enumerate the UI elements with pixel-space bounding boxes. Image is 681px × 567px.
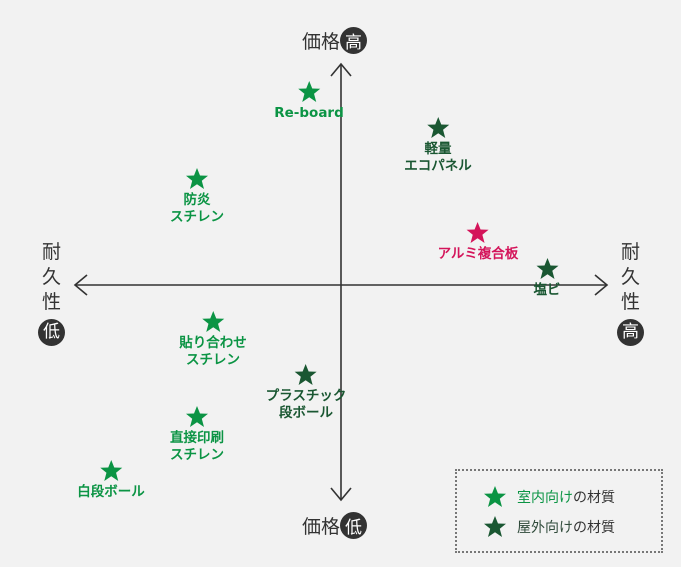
axis-char: 耐 <box>41 241 61 263</box>
star-icon <box>484 486 506 507</box>
map-item: プラスチック段ボール <box>265 363 347 422</box>
item-label: プラスチック <box>265 388 347 404</box>
axis-label-left: 耐 久 性 低 <box>38 240 65 346</box>
axis-label-top: 価格高 <box>302 27 368 54</box>
badge-high: 高 <box>617 319 644 346</box>
legend-label: 屋外向け <box>517 519 573 536</box>
star-icon <box>186 168 208 189</box>
star-icon <box>100 460 122 481</box>
map-item: Re-board <box>274 80 344 122</box>
map-item: 軽量エコパネル <box>404 116 472 175</box>
item-label: 段ボール <box>278 405 333 421</box>
axis-label-right: 耐 久 性 高 <box>617 240 644 346</box>
item-label: スチレン <box>170 209 224 225</box>
item-label: スチレン <box>186 352 240 368</box>
badge-high: 高 <box>340 27 368 54</box>
badge-low: 低 <box>38 319 65 346</box>
item-label: 塩ビ <box>533 282 561 298</box>
item-label: Re-board <box>274 105 344 121</box>
item-label: アルミ複合板 <box>437 246 519 262</box>
star-icon <box>484 516 506 537</box>
map-item: 貼り合わせスチレン <box>179 310 247 369</box>
item-label: 貼り合わせ <box>179 335 247 351</box>
legend-label: の材質 <box>573 519 615 536</box>
arrow-right <box>594 274 609 296</box>
item-label: スチレン <box>170 447 224 463</box>
item-label: 直接印刷 <box>170 430 224 446</box>
star-icon <box>294 364 317 385</box>
star-icon <box>467 222 489 243</box>
axis-char: 性 <box>41 291 61 313</box>
item-label: 防炎 <box>183 192 211 208</box>
legend-outdoor: 屋外向けの材質 <box>483 515 615 538</box>
axis-label-text: 価格 <box>302 31 341 53</box>
map-item: 直接印刷スチレン <box>170 405 224 464</box>
axis-label-bottom: 価格低 <box>302 512 368 539</box>
item-label: 軽量 <box>424 141 452 157</box>
map-item: 塩ビ <box>534 257 561 299</box>
star-icon <box>427 117 449 138</box>
star-icon <box>202 311 224 332</box>
axis-char: 耐 <box>620 241 640 263</box>
axis-char: 久 <box>41 266 61 288</box>
axis-char: 性 <box>620 291 640 313</box>
star-icon <box>186 406 208 427</box>
legend: 室内向けの材質 屋外向けの材質 <box>455 469 663 553</box>
axis-char: 久 <box>620 266 640 288</box>
star-icon <box>298 81 320 102</box>
legend-indoor: 室内向けの材質 <box>483 485 615 508</box>
arrow-up <box>330 62 352 77</box>
map-item: 白段ボール <box>77 459 145 501</box>
badge-low: 低 <box>340 512 368 539</box>
axis-label-text: 価格 <box>302 516 341 538</box>
arrow-left <box>73 274 88 296</box>
item-label: 白段ボール <box>77 484 145 500</box>
legend-label: の材質 <box>573 489 615 506</box>
star-icon <box>536 258 558 279</box>
map-item: 防炎スチレン <box>170 167 224 226</box>
arrow-down <box>330 487 352 502</box>
map-item: アルミ複合板 <box>437 221 519 263</box>
item-label: エコパネル <box>404 158 472 174</box>
legend-label: 室内向け <box>517 489 573 506</box>
